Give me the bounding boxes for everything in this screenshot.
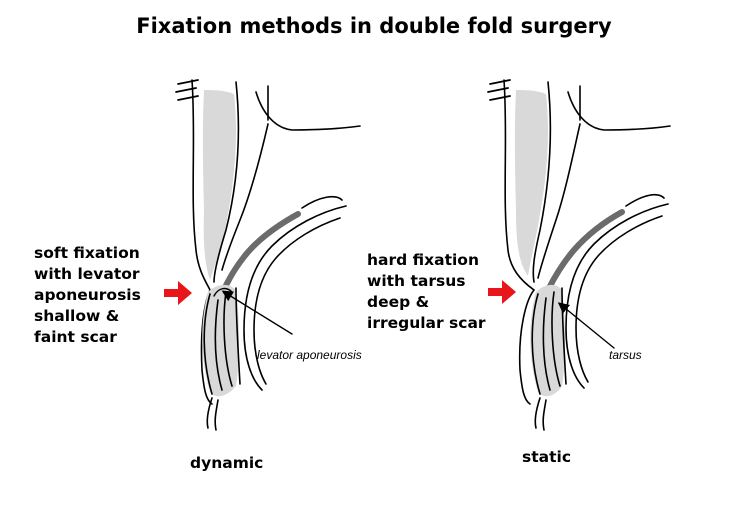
diagram-title: Fixation methods in double fold surgery xyxy=(136,14,612,38)
hard-fixation-description: hard fixation with tarsus deep & irregul… xyxy=(367,250,486,334)
description-line: shallow & xyxy=(34,307,120,325)
static-caption: static xyxy=(522,448,572,466)
dynamic-caption: dynamic xyxy=(190,454,264,472)
description-line: soft fixation xyxy=(34,244,140,262)
description-line: aponeurosis xyxy=(34,286,141,304)
tarsus-label: tarsus xyxy=(609,348,642,362)
levator-aponeurosis-label: levator aponeurosis xyxy=(257,348,362,362)
description-line: faint scar xyxy=(34,328,117,346)
soft-fixation-description: soft fixation with levator aponeurosis s… xyxy=(34,243,141,348)
description-line: irregular scar xyxy=(367,314,486,332)
fixation-arrow-right xyxy=(488,280,516,304)
description-line: deep & xyxy=(367,293,430,311)
description-line: with levator xyxy=(34,265,140,283)
description-line: hard fixation xyxy=(367,251,479,269)
fixation-arrow-left xyxy=(164,281,192,305)
description-line: with tarsus xyxy=(367,272,466,290)
static-eyelid-illustration xyxy=(487,79,671,431)
dynamic-eyelid-illustration xyxy=(175,79,361,431)
